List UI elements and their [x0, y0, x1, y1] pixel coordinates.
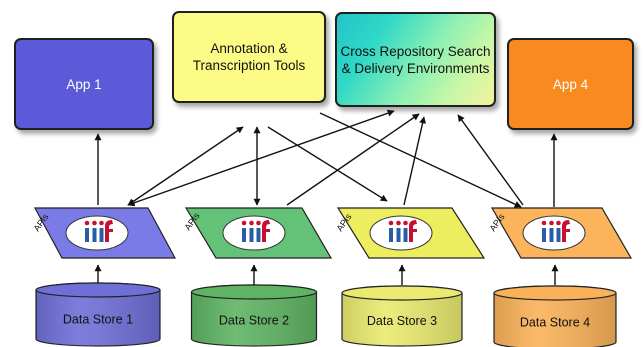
iiif-logo-icon — [84, 220, 113, 242]
api-plate-2: APIs — [182, 207, 333, 259]
arrow-to-apis4 — [319, 112, 522, 208]
iiif-logo-background — [369, 215, 433, 251]
iiif-logo-icon — [388, 220, 417, 242]
arrows-layer — [94, 109, 559, 285]
data-store-label: Data Store 4 — [520, 316, 590, 330]
annotation-tools-label: Annotation & Transcription Tools — [192, 41, 306, 73]
cylinder-top — [190, 284, 318, 300]
data-store-label: Data Store 1 — [63, 313, 133, 327]
api-plate-3: APIs — [334, 207, 486, 259]
iiif-logo-background — [222, 215, 286, 251]
api-plate-4: APIs — [487, 207, 633, 259]
app-1-label: App 1 — [66, 76, 102, 92]
app-4-box: App 4 — [507, 38, 634, 130]
data-store-1: Data Store 1 — [35, 282, 161, 347]
api-plate-1: APIs — [31, 207, 177, 259]
data-store-3: Data Store 3 — [341, 285, 463, 347]
data-stores-layer: Data Store 1 Data Store 2 Data Store 3 Data… — [35, 282, 617, 347]
arrow-apis2-to-cross-repo — [286, 113, 420, 206]
arrow-apis3-to-cross-repo — [403, 116, 427, 206]
cylinder-top — [341, 285, 463, 301]
cylinder-top — [35, 282, 161, 298]
cross-repository-label: Cross Repository Search & Delivery Envir… — [340, 43, 491, 76]
data-store-4: Data Store 4 — [493, 285, 617, 347]
data-store-label: Data Store 3 — [367, 314, 437, 328]
data-store-2: Data Store 2 — [190, 284, 318, 347]
data-store-label: Data Store 2 — [219, 314, 289, 328]
app-4-label: App 4 — [552, 76, 589, 92]
arrow-apis4-to-cross-repo — [457, 114, 524, 206]
cross-repository-box: Cross Repository Search & Delivery Envir… — [335, 12, 496, 107]
iiif-logo-icon — [241, 220, 270, 242]
iiif-logo-icon — [541, 220, 570, 242]
annotation-tools-box: Annotation & Transcription Tools — [172, 11, 326, 103]
iiif-logo-background — [522, 215, 586, 251]
arrow-annotation-to-apis3 — [267, 126, 388, 202]
arrow-apis1-annotation — [127, 126, 244, 206]
iiif-logo-background — [65, 215, 129, 251]
cylinder-top — [493, 285, 617, 301]
app-1-box: App 1 — [14, 38, 154, 130]
